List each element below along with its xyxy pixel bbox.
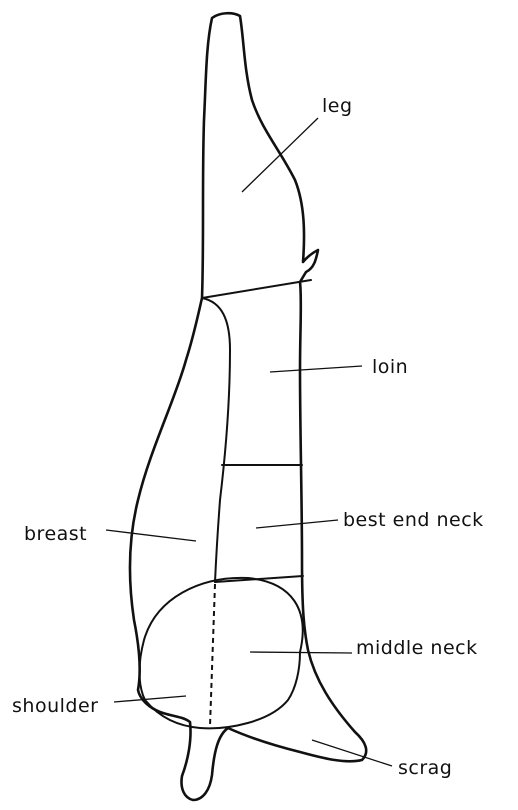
label-loin: loin	[372, 356, 408, 378]
breast-boundary	[202, 298, 230, 582]
shoulder-outline	[139, 578, 302, 728]
leader-shoulder	[114, 696, 186, 702]
leader-best-end-neck	[256, 520, 338, 528]
leader-leg	[242, 118, 318, 192]
carcass-outline	[130, 13, 366, 800]
leader-loin	[270, 366, 362, 372]
leader-breast	[106, 530, 196, 541]
label-shoulder: shoulder	[12, 695, 98, 717]
leg-loin-boundary	[202, 280, 311, 298]
leader-middle-neck	[250, 652, 352, 653]
label-leg: leg	[322, 95, 353, 117]
label-scrag: scrag	[398, 757, 452, 779]
label-middle-neck: middle neck	[356, 637, 478, 659]
label-breast: breast	[24, 523, 87, 545]
label-best-end-neck: best end neck	[343, 509, 484, 531]
shoulder-dashed-boundary	[210, 584, 215, 726]
